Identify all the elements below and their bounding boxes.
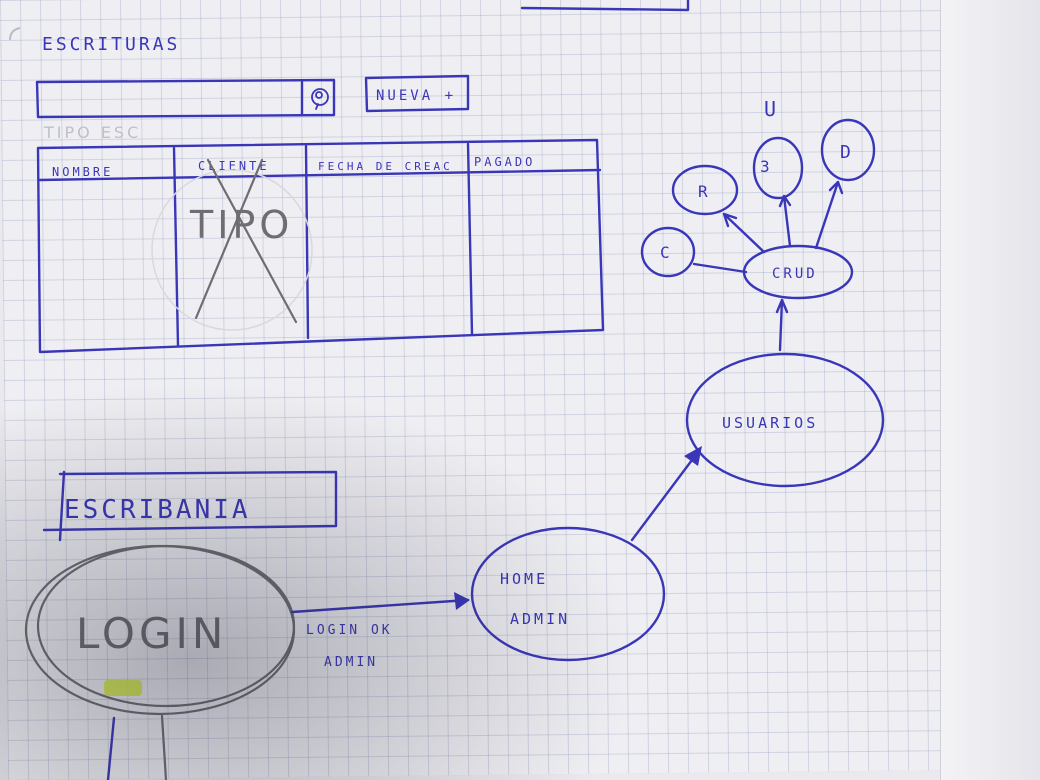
screen-title: ESCRITURAS [42,34,180,55]
home-label-line1: HOME [500,570,548,588]
top-box-fragment [520,0,690,12]
escrituras-mockup: ESCRITURAS NUEVA + TIPO ESC NOMBRE CLIEN… [35,34,605,354]
app-title: ESCRIBANIA [64,495,251,525]
table-col-divider [304,144,310,340]
search-icon[interactable] [311,88,329,110]
read-label: R [698,182,711,201]
search-input[interactable] [35,78,336,119]
new-button-label: NUEVA + [376,88,456,104]
highlight-mark [104,680,142,696]
table-header-client: CLIENTE [198,159,270,173]
update-mark: 3 [760,157,773,176]
update-node [752,136,804,200]
delete-node [820,118,876,182]
cross-stroke [206,158,298,324]
arrowhead [454,592,470,610]
table-header-date: FECHA DE CREAC [318,160,453,173]
arrow-login-home [290,598,470,614]
crud-cluster: CRUD C R U 3 D [640,97,876,352]
home-label-line2: ADMIN [510,610,570,628]
table-col-divider [172,146,180,348]
arrow-crud-update [778,194,792,248]
crossed-out-column: TIPO [189,203,293,247]
arrowhead [684,446,702,466]
page-edge [940,0,1040,780]
new-button[interactable] [364,74,470,113]
table-col-divider [466,142,474,336]
crud-label: CRUD [772,266,818,282]
arrow-home-usuarios [630,450,700,542]
create-node [640,226,696,278]
ghost-label: TIPO ESC [43,123,141,142]
table-header-paid: PAGADO [474,155,535,169]
edge-label-line2: ADMIN [324,655,378,670]
login-node-outline [36,544,296,708]
edge-label-line1: LOGIN OK [306,623,393,638]
table-header-line [38,168,602,182]
table-header-name: NOMBRE [52,165,113,179]
delete-label: D [840,142,854,163]
usuarios-label: USUARIOS [722,414,818,432]
pencil-corner [9,27,21,41]
login-label: LOGIN [76,609,227,658]
data-table [36,138,605,354]
usuarios-node [685,352,885,488]
create-label: C [660,243,673,262]
arrow-crud-read [722,212,766,254]
arrow-crud-delete [814,180,844,250]
read-node [671,164,739,216]
app-title-box: ESCRIBANIA [42,470,338,542]
cross-stroke [194,158,264,320]
arrow-crud-create [692,262,748,274]
login-exit-line [160,714,168,780]
login-exit-line [106,716,116,780]
home-admin-node [470,526,666,662]
arrow-usuarios-crud [775,298,789,352]
update-label: U [764,97,779,121]
erased-circle [151,169,313,331]
